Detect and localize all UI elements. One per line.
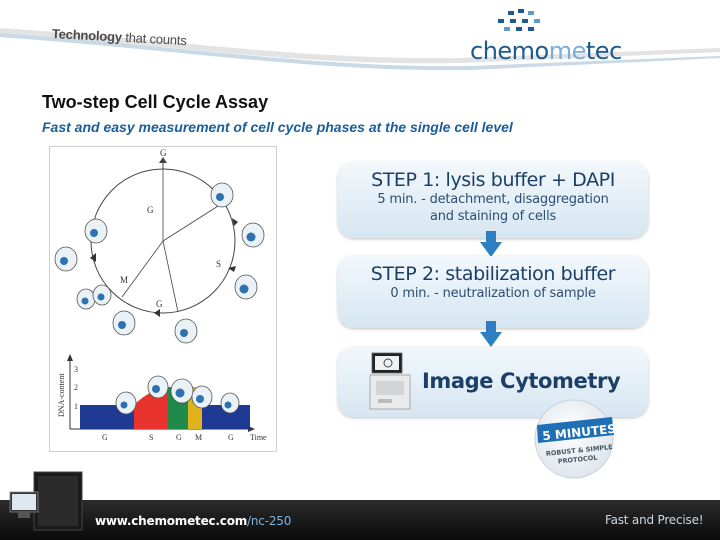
x-tick-g2: G xyxy=(176,433,182,442)
slide-subtitle: Fast and easy measurement of cell cycle … xyxy=(42,119,513,135)
down-arrow-icon xyxy=(480,231,502,257)
company-logo[interactable]: chemometec xyxy=(470,37,622,65)
step-3-box: Image Cytometry xyxy=(338,347,648,417)
y-axis-label: DNA-content xyxy=(57,373,66,417)
y-tick-1: 1 xyxy=(74,402,78,411)
x-tick-m: M xyxy=(195,433,202,442)
cell-icon xyxy=(54,182,265,344)
footer-tagline: Fast and Precise! xyxy=(605,513,704,527)
logo-dots-icon xyxy=(498,9,540,31)
x-tick-g1: G xyxy=(102,433,108,442)
y-tick-3: 3 xyxy=(74,365,78,374)
logo-right: tec xyxy=(585,37,622,65)
step-2-desc-line1: 0 min. - neutralization of sample xyxy=(390,286,596,301)
footer-bar xyxy=(0,500,720,540)
phase-label-g2: G xyxy=(156,299,163,309)
step-3-title: Image Cytometry xyxy=(422,369,621,393)
five-minutes-badge: 5 MINUTES ROBUST & SIMPLE PROTOCOL xyxy=(534,399,616,479)
step-2-title: STEP 2: stabilization buffer xyxy=(370,263,616,285)
x-axis-time: Time xyxy=(250,433,267,442)
cell-cycle-diagram: G G S M G xyxy=(54,148,267,442)
slide-title: Two-step Cell Cycle Assay xyxy=(42,92,269,112)
footer-url-main: www.chemometec.com xyxy=(95,514,248,528)
logo-left: chemo xyxy=(470,37,549,65)
step-1-desc-line2: and staining of cells xyxy=(429,209,557,224)
cytometer-device-icon xyxy=(369,352,411,410)
phase-label-m: M xyxy=(120,275,128,285)
x-tick-s: S xyxy=(149,433,153,442)
logo-mid: me xyxy=(548,37,587,65)
phase-label-s: S xyxy=(216,259,221,269)
step-1-desc-line1: 5 min. - detachment, disaggregation xyxy=(377,192,609,207)
step-1-title: STEP 1: lysis buffer + DAPI xyxy=(371,169,615,191)
y-tick-2: 2 xyxy=(74,383,78,392)
phase-label-g0: G xyxy=(160,148,167,158)
phase-label-g1: G xyxy=(147,205,154,215)
footer-url-path: /nc-250 xyxy=(247,514,292,528)
step-1-box: STEP 1: lysis buffer + DAPI 5 min. - det… xyxy=(338,162,648,238)
footer-device-icon xyxy=(9,471,83,531)
down-arrow-icon xyxy=(480,321,502,347)
x-tick-g1b: G xyxy=(228,433,234,442)
cell-cycle-figure: G G S M G xyxy=(49,146,277,452)
footer-url-link[interactable]: www.chemometec.com/nc-250 xyxy=(95,514,291,528)
tagline-rest: that counts xyxy=(124,29,188,49)
step-2-box: STEP 2: stabilization buffer 0 min. - ne… xyxy=(338,256,648,328)
